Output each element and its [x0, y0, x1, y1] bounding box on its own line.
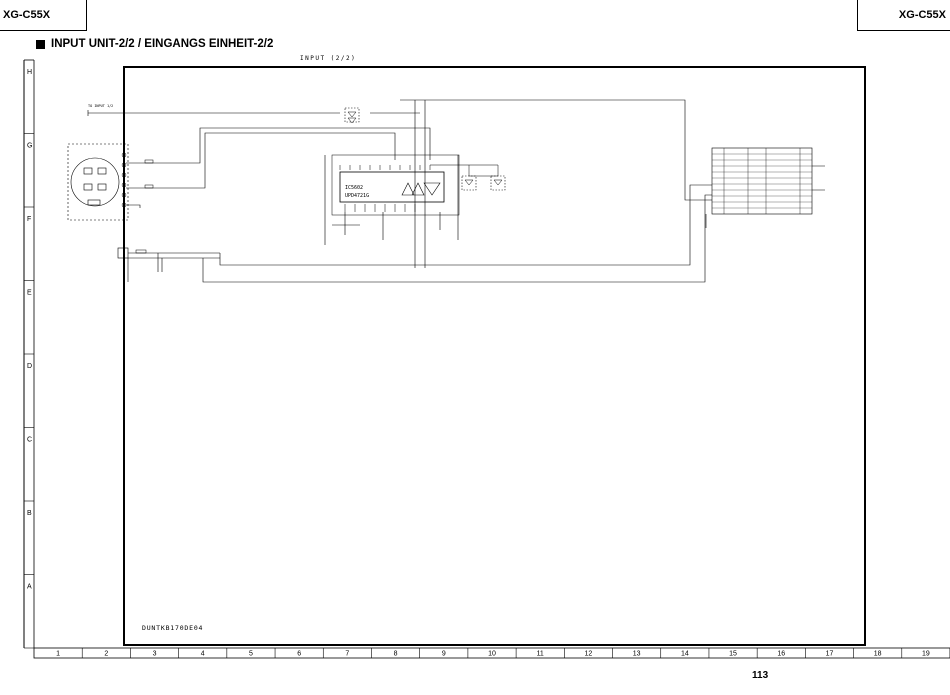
model-label-left: XG-C55X — [0, 0, 87, 31]
column-ticks — [81, 648, 903, 658]
sheet-label: INPUT (2/2) — [300, 55, 356, 62]
row-label-b: B — [27, 510, 32, 517]
title-square-icon — [36, 39, 45, 49]
row-ticks — [24, 133, 34, 649]
row-label-c: C — [27, 437, 32, 444]
column-label-4: 4 — [201, 651, 205, 658]
column-label-19: 19 — [922, 651, 930, 658]
column-label-17: 17 — [826, 651, 834, 658]
jack-section — [117, 247, 220, 282]
column-label-3: 3 — [153, 651, 157, 658]
column-ruler — [33, 647, 950, 659]
row-labels: H G F E D C B A — [27, 69, 32, 591]
connector-table — [705, 147, 825, 228]
schematic-frame — [123, 66, 866, 646]
column-label-10: 10 — [488, 651, 496, 658]
page-title: INPUT UNIT-2/2 / EINGANGS EINHEIT-2/2 — [36, 38, 273, 50]
column-label-11: 11 — [537, 651, 544, 658]
model-right-text: XG-C55X — [898, 9, 946, 21]
column-label-13: 13 — [633, 651, 641, 658]
column-label-8: 8 — [394, 651, 398, 658]
ic-name: IC5602 — [345, 185, 363, 191]
model-label-right: XG-C55X — [857, 0, 950, 31]
row-label-h: H — [27, 69, 32, 76]
page-number: 113 — [752, 670, 769, 681]
column-label-14: 14 — [681, 651, 689, 658]
row-label-a: A — [27, 584, 32, 591]
row-label-e: E — [27, 290, 32, 297]
to-input-label: TO INPUT 1/2 — [88, 104, 113, 108]
row-label-d: D — [27, 363, 32, 370]
column-label-7: 7 — [345, 651, 349, 658]
column-label-6: 6 — [297, 651, 301, 658]
row-label-g: G — [27, 143, 32, 150]
column-label-18: 18 — [874, 651, 882, 658]
column-label-16: 16 — [777, 651, 785, 658]
ic5602-block: IC5602 UPD4721G — [324, 154, 460, 245]
column-label-12: 12 — [585, 651, 593, 658]
column-label-9: 9 — [442, 651, 446, 658]
input-link-wire — [87, 110, 340, 116]
row-label-f: F — [27, 216, 31, 223]
drawing-code: DUNTKB170DE04 — [142, 624, 203, 632]
column-label-1: 1 — [56, 651, 60, 658]
column-label-2: 2 — [104, 651, 108, 658]
page-title-text: INPUT UNIT-2/2 / EINGANGS EINHEIT-2/2 — [51, 38, 274, 50]
diode-pairs — [430, 164, 506, 191]
din-connector — [67, 143, 129, 221]
ic-part: UPD4721G — [345, 193, 369, 199]
column-label-15: 15 — [729, 651, 737, 658]
model-left-text: XG-C55X — [3, 9, 51, 21]
column-label-5: 5 — [249, 651, 253, 658]
